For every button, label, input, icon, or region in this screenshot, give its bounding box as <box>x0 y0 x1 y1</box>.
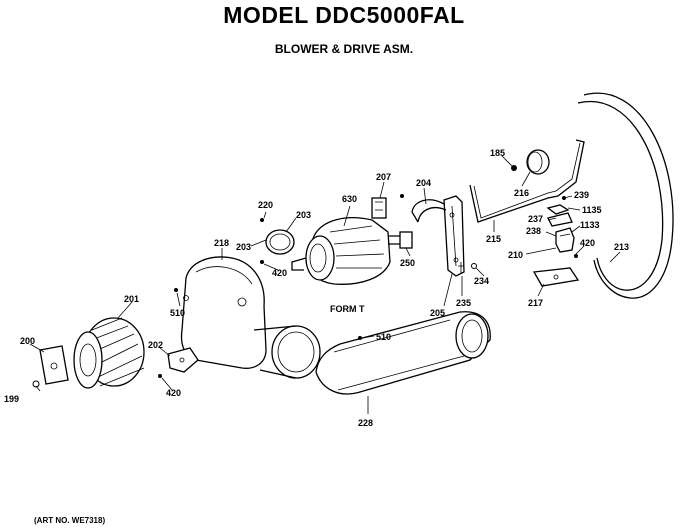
part-label: 237 <box>528 214 543 224</box>
part-label: 207 <box>376 172 391 182</box>
part-label: 510 <box>170 308 185 318</box>
rear-bracket <box>167 347 199 373</box>
exhaust-duct <box>315 311 491 395</box>
diagram-subtitle: BLOWER & DRIVE ASM. <box>274 42 414 56</box>
part-label: 1135 <box>582 205 602 215</box>
part-199-nut <box>32 380 40 388</box>
blower-wheel <box>73 317 145 389</box>
motor-strap <box>411 199 447 223</box>
leader-lines <box>29 155 621 414</box>
screw-icon <box>260 218 264 222</box>
idler-bracket <box>546 204 575 253</box>
part-label: 203 <box>296 210 311 220</box>
screw-icon <box>158 374 162 378</box>
drive-motor <box>291 217 413 285</box>
screw-icon <box>471 263 477 269</box>
screw-icon <box>358 336 362 340</box>
blower-housing <box>180 256 321 379</box>
part-label: 205 <box>430 308 445 318</box>
part-label: 220 <box>258 200 273 210</box>
part-label: 420 <box>580 238 595 248</box>
art-number: (ART NO. WE7318) <box>34 516 106 525</box>
screw-icon <box>260 260 264 264</box>
wheel-bracket <box>39 345 69 385</box>
part-185-screw <box>511 165 517 171</box>
part-label: 216 <box>514 188 529 198</box>
screw-icon <box>458 262 464 274</box>
screw-icon <box>400 194 404 198</box>
motor-form-label: FORM T <box>330 304 365 314</box>
motor-switch <box>371 197 387 219</box>
switch-bracket-plate <box>532 267 580 287</box>
part-label: 238 <box>526 226 541 236</box>
part-label: 204 <box>416 178 431 188</box>
part-label: 200 <box>20 336 35 346</box>
part-label: 1133 <box>580 220 600 230</box>
part-label: 201 <box>124 294 139 304</box>
part-label: 199 <box>4 394 19 404</box>
drum-belt <box>577 92 674 299</box>
part-label: 202 <box>148 340 163 350</box>
part-label: 250 <box>400 258 415 268</box>
part-label: 203 <box>236 242 251 252</box>
part-label: 630 <box>342 194 357 204</box>
part-label: 217 <box>528 298 543 308</box>
part-label: 228 <box>358 418 373 428</box>
part-label: 234 <box>474 276 489 286</box>
part-label: 213 <box>614 242 629 252</box>
part-label: 218 <box>214 238 229 248</box>
idler-pulley <box>526 149 550 175</box>
part-label: 235 <box>456 298 471 308</box>
part-label: 215 <box>486 234 501 244</box>
part-label: 210 <box>508 250 523 260</box>
motor-mount-bracket <box>443 195 465 277</box>
part-label: 420 <box>272 268 287 278</box>
idler-rod <box>469 139 585 223</box>
part-label: 420 <box>166 388 181 398</box>
screw-icon <box>574 254 578 258</box>
motor-mount-ring <box>265 229 295 255</box>
part-label: 185 <box>490 148 505 158</box>
screw-icon <box>174 288 178 292</box>
diagram-title: MODEL DDC5000FAL <box>223 2 465 28</box>
part-label: 239 <box>574 190 589 200</box>
part-label: 510 <box>376 332 391 342</box>
